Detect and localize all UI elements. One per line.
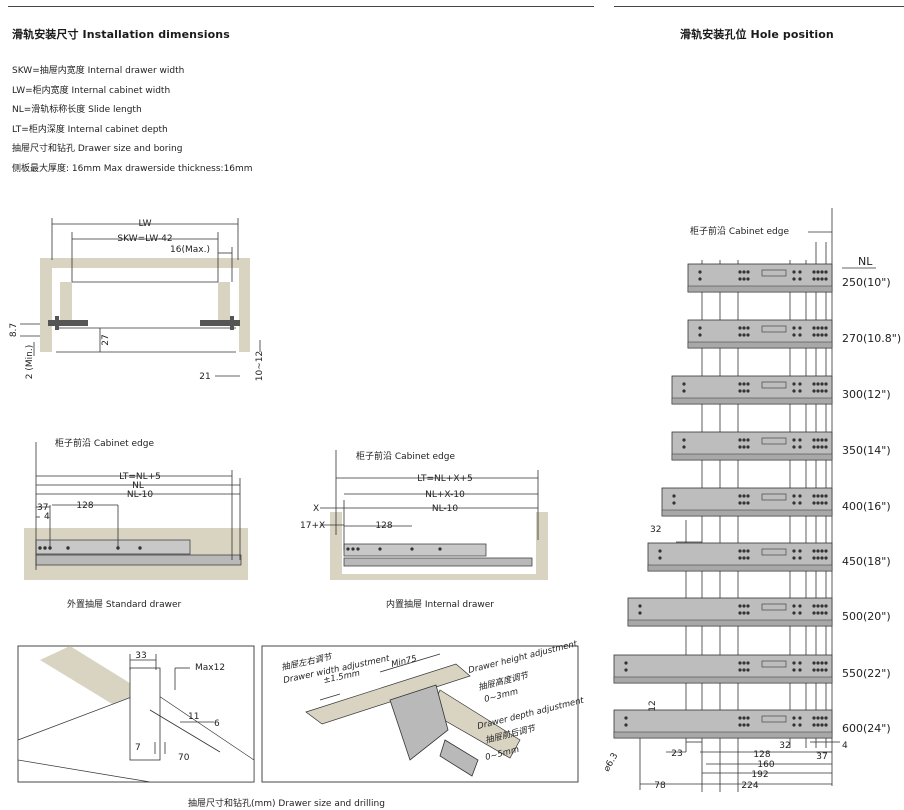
- size-label-1: 270(10.8"): [842, 332, 901, 345]
- size-label-6: 500(20"): [842, 610, 891, 623]
- hole-position-title: 滑轨安装孔位 Hole position: [680, 28, 834, 41]
- detail-a-33: 33: [135, 651, 146, 661]
- rail-2: [671, 375, 833, 405]
- hole-128: 128: [753, 750, 770, 760]
- hole-32-top: 32: [650, 525, 661, 535]
- rail-5: [647, 542, 833, 572]
- detail-a-max12: Max12: [195, 663, 225, 673]
- std-128: 128: [76, 501, 93, 511]
- size-label-5: 450(18"): [842, 555, 891, 568]
- rail-0: [687, 263, 833, 293]
- std-nl10: NL-10: [127, 490, 154, 500]
- definition-lw: LW=柜内宽度 Internal cabinet width: [12, 85, 171, 96]
- hole-4: 4: [842, 741, 848, 751]
- hole-cabinet-edge: 柜子前沿 Cabinet edge: [690, 225, 789, 237]
- installation-title: 滑轨安装尺寸 Installation dimensions: [12, 28, 230, 41]
- int-17x: 17+X: [300, 521, 325, 531]
- rail-4: [661, 487, 833, 517]
- size-label-4: 400(16"): [842, 500, 891, 513]
- hole-6-3: ⌀6.3: [602, 751, 621, 773]
- internal-drawer-caption: 内置抽屉 Internal drawer: [386, 600, 494, 610]
- nl-header: NL: [858, 255, 873, 268]
- hole-78: 78: [654, 781, 666, 791]
- std-4: 4: [44, 512, 50, 522]
- std-37: 37: [37, 503, 48, 513]
- definition-nl: NL=滑轨标称长度 Slide length: [12, 105, 142, 115]
- hole-12: 12: [648, 700, 658, 711]
- hole-32: 32: [779, 741, 790, 751]
- int-nlx10: NL+X-10: [425, 490, 465, 500]
- int-nl10: NL-10: [432, 504, 459, 514]
- detail-a-70: 70: [178, 753, 190, 763]
- int-lt: LT=NL+X+5: [417, 474, 473, 484]
- hole-224: 224: [741, 781, 758, 791]
- size-label-7: 550(22"): [842, 667, 891, 680]
- size-label-8: 600(24"): [842, 722, 891, 735]
- hole-37: 37: [816, 752, 827, 762]
- size-label-0: 250(10"): [842, 276, 891, 289]
- size-label-2: 300(12"): [842, 388, 891, 401]
- dim-lw: LW: [138, 219, 151, 229]
- rail-8: [613, 709, 833, 739]
- dim-1012: 10~12: [255, 351, 265, 381]
- definition-boring: 抽屉尺寸和钻孔 Drawer size and boring: [12, 144, 183, 154]
- dim-2min: 2 (Min.): [25, 345, 35, 379]
- hole-23: 23: [671, 749, 682, 759]
- rail-7: [613, 654, 833, 684]
- size-label-3: 350(14"): [842, 444, 891, 457]
- std-cabinet-edge: 柜子前沿 Cabinet edge: [55, 437, 154, 449]
- rail-3: [671, 431, 833, 461]
- dim-skw: SKW=LW-42: [117, 234, 172, 244]
- dim-16max: 16(Max.): [170, 245, 210, 255]
- definition-skw: SKW=抽屉内宽度 Internal drawer width: [12, 66, 185, 76]
- standard-drawer-caption: 外置抽屉 Standard drawer: [67, 600, 182, 610]
- definition-lt: LT=柜内深度 Internal cabinet depth: [12, 124, 168, 135]
- detail-a-11: 11: [188, 712, 199, 722]
- detail-a-7: 7: [135, 743, 141, 753]
- top-rule-right: [614, 6, 904, 7]
- rail-6: [627, 597, 833, 627]
- hole-192: 192: [751, 770, 768, 780]
- std-nl: NL: [132, 481, 144, 491]
- definitions-list: SKW=抽屉内宽度 Internal drawer width LW=柜内宽度 …: [12, 62, 253, 179]
- int-x: X: [313, 504, 319, 514]
- int-cabinet-edge: 柜子前沿 Cabinet edge: [356, 450, 455, 462]
- dim-27: 27: [101, 334, 111, 345]
- hole-160: 160: [757, 760, 774, 770]
- rail-1: [687, 319, 833, 349]
- drawer-size-drilling-caption: 抽屉尺寸和钻孔(mm) Drawer size and drilling: [188, 799, 385, 809]
- dim-87: 8.7: [9, 323, 19, 337]
- int-128: 128: [375, 521, 392, 531]
- definition-thickness: 侧板最大厚度: 16mm Max drawerside thickness:16…: [12, 163, 253, 174]
- detail-a-6: 6: [214, 719, 220, 729]
- dim-21: 21: [199, 372, 210, 382]
- top-rule-left: [8, 6, 594, 7]
- std-lt: LT=NL+5: [119, 472, 161, 482]
